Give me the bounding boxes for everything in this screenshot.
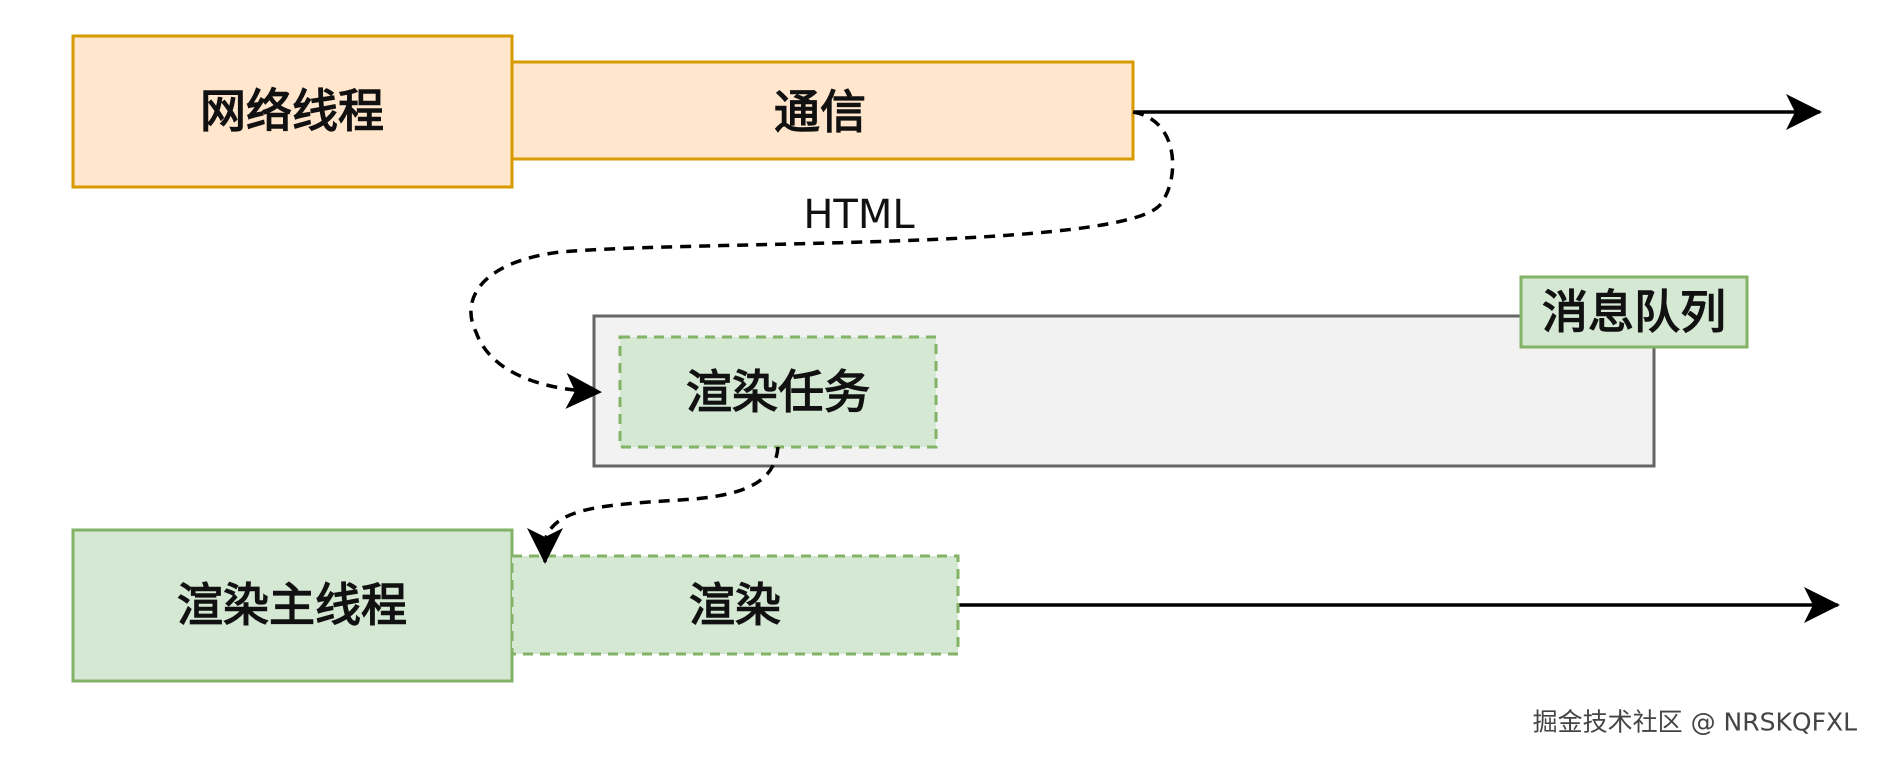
html-edge-label: HTML [803, 192, 915, 238]
render-label: 渲染 [689, 578, 781, 632]
html-connector [469, 110, 1175, 409]
network-thread-label: 网络线程 [200, 84, 384, 138]
render-main-thread-box: 渲染主线程 [71, 528, 514, 683]
render-box: 渲染 [510, 554, 960, 656]
communication-box: 通信 [510, 60, 1135, 161]
communication-label: 通信 [774, 85, 866, 139]
render-main-thread-label: 渲染主线程 [177, 578, 407, 632]
watermark-text: 掘金技术社区 @ NRSKQFXL [1533, 708, 1857, 737]
network-thread-box: 网络线程 [71, 34, 514, 189]
message-queue-label: 消息队列 [1542, 285, 1726, 339]
render-task-connector [527, 446, 780, 564]
render-task-box: 渲染任务 [618, 335, 938, 449]
render-task-label: 渲染任务 [686, 365, 870, 419]
message-queue-label-box: 消息队列 [1519, 275, 1749, 349]
